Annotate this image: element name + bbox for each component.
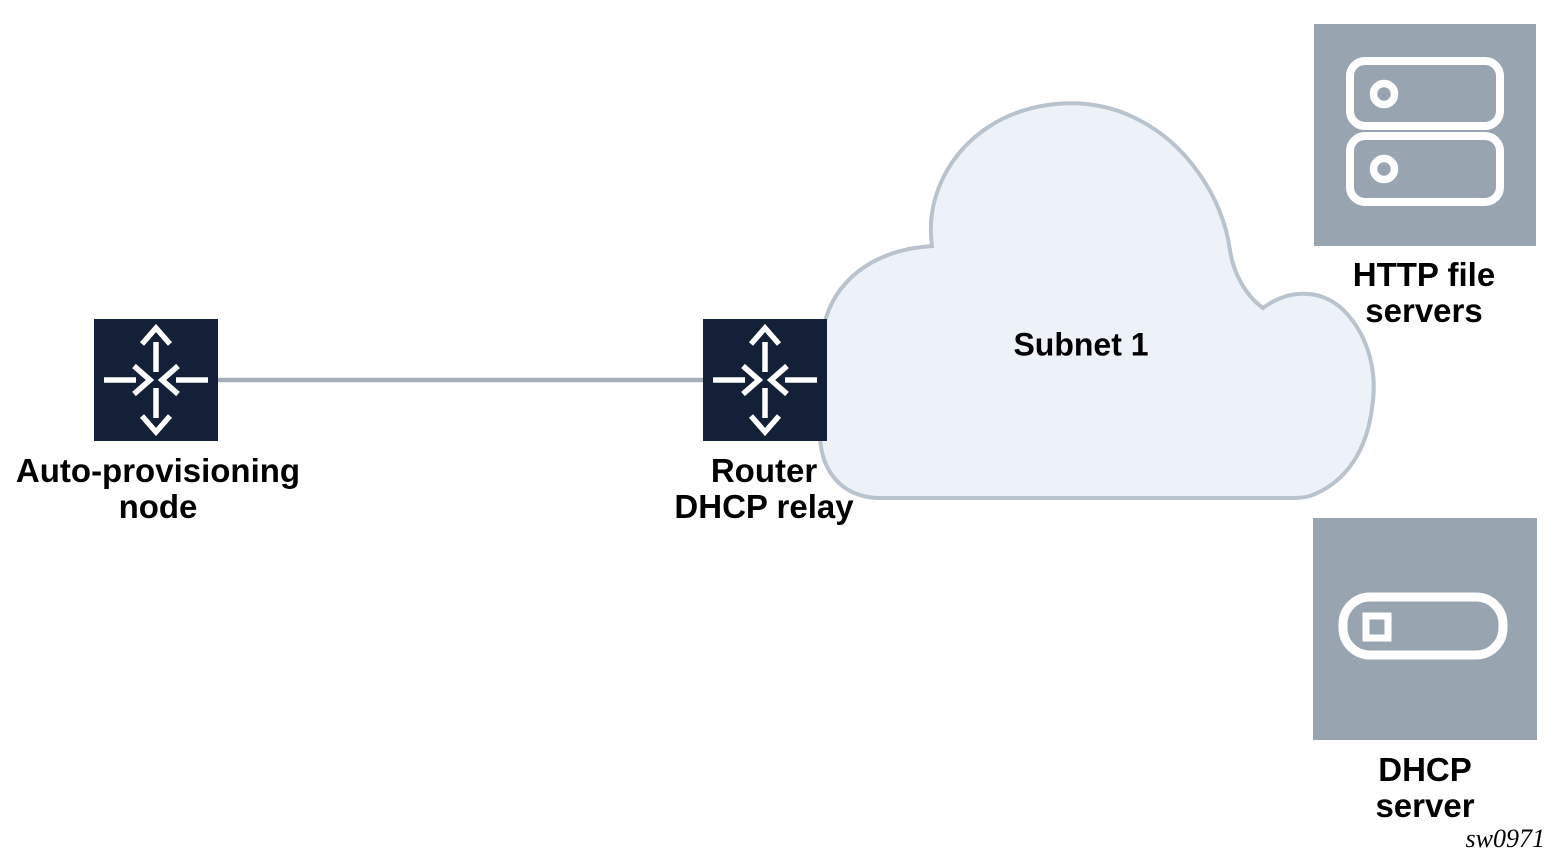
http-file-servers-label: HTTP file servers <box>1353 257 1495 329</box>
dhcp-server-label: DHCP server <box>1375 752 1474 824</box>
auto-provisioning-node-label: Auto-provisioning node <box>16 453 300 525</box>
router-dhcp-relay-label: Router DHCP relay <box>674 453 853 525</box>
http-file-servers-node <box>1314 24 1536 246</box>
subnet-cloud-shape <box>815 101 1376 500</box>
label-line-2: DHCP relay <box>674 488 854 525</box>
dhcp-server-node <box>1313 518 1537 740</box>
server-icon <box>1313 518 1537 740</box>
label-line-2: node <box>118 488 198 525</box>
label-line-2: server <box>1375 787 1475 824</box>
figure-watermark: sw0971 <box>1465 824 1545 853</box>
auto-provisioning-node <box>94 319 218 441</box>
label-line-1: Auto-provisioning <box>15 452 301 489</box>
subnet-label: Subnet 1 <box>1013 326 1149 363</box>
label-line-1: Router <box>710 452 818 489</box>
label-line-1: DHCP <box>1378 751 1472 788</box>
router-dhcp-relay-node <box>703 319 827 441</box>
router-icon <box>94 319 218 441</box>
dual-server-icon <box>1314 24 1536 246</box>
router-icon <box>703 319 827 441</box>
label-line-2: servers <box>1365 292 1483 329</box>
label-line-1: HTTP file <box>1352 256 1496 293</box>
